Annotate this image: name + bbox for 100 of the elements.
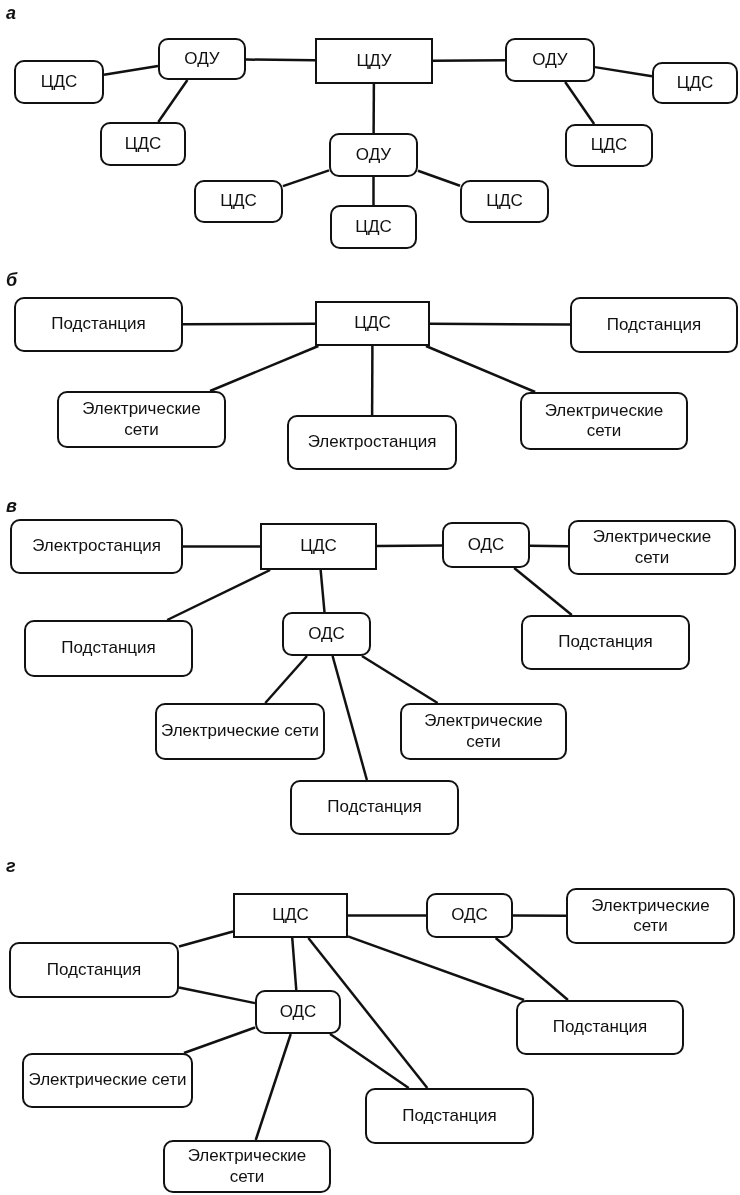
rounded-box [652, 62, 738, 104]
node-label: Электрические сети [27, 1070, 188, 1091]
node-label: Подстанция [50, 314, 147, 335]
rounded-box [330, 205, 417, 249]
connector-line [178, 930, 234, 948]
node-label: Электростанция [31, 536, 162, 557]
connector-line [372, 84, 376, 133]
connector-line [594, 65, 653, 78]
connector-line [157, 79, 189, 123]
rounded-box [14, 297, 183, 352]
connector-line [513, 567, 573, 616]
connector-line [291, 937, 298, 991]
connector-line [494, 937, 569, 1001]
connector-line [282, 169, 330, 188]
rounded-box [400, 703, 567, 760]
node-label: Подстанция [60, 638, 157, 659]
connector-line [347, 935, 525, 1002]
connector-line [319, 569, 326, 613]
rounded-box [287, 415, 457, 470]
rounded-box [155, 703, 325, 760]
connector-line [264, 655, 308, 704]
connector-line [417, 169, 461, 187]
rounded-box [163, 1140, 331, 1193]
node-label: ЦДС [299, 536, 338, 557]
node-label: Электрические сети [423, 711, 544, 752]
node-label: ОДУ [354, 144, 393, 166]
connector-line [183, 1026, 256, 1055]
rounded-box [520, 392, 688, 450]
node-label: Электростанция [306, 432, 438, 453]
connector-line [254, 1033, 292, 1141]
rounded-box [565, 124, 653, 167]
panel-letter: б [6, 270, 18, 291]
rounded-box [570, 297, 738, 353]
node-label: Электрические сети [591, 527, 713, 568]
node-label: ЦДС [271, 905, 310, 926]
node-label: Подстанция [605, 314, 703, 336]
rounded-box [460, 180, 549, 223]
connector-line [430, 322, 570, 326]
connector-line [361, 654, 439, 705]
node-label: ЦДС [485, 191, 524, 212]
node-label: ОДС [450, 905, 489, 926]
rectangle-box [260, 523, 377, 570]
rounded-box [282, 612, 371, 656]
connector-line [103, 64, 159, 76]
node-label: ОДУ [183, 48, 221, 70]
connector-line [425, 344, 536, 394]
panel-letter: г [6, 856, 16, 877]
node-label: Электрические сети [543, 400, 665, 442]
connector-line [348, 914, 426, 917]
panel-letter: в [6, 496, 17, 517]
rounded-box [10, 519, 183, 574]
rounded-box [9, 942, 179, 998]
connector-line [183, 545, 260, 548]
connector-line [370, 346, 374, 415]
node-label: ЦДС [589, 135, 629, 156]
connector-line [178, 986, 256, 1005]
rounded-box [57, 391, 226, 448]
node-label: Электрические сети [590, 895, 711, 937]
node-label: ЦДС [123, 133, 163, 155]
node-label: ЦДС [39, 71, 79, 93]
panel-letter: а [6, 3, 16, 24]
rounded-box [194, 180, 283, 223]
node-label: Подстанция [401, 1105, 498, 1127]
node-label: ЦДС [354, 216, 393, 238]
node-label: ЦДС [219, 191, 258, 212]
node-label: Подстанция [551, 1017, 649, 1038]
node-label: ЦДУ [355, 50, 393, 72]
connector-line [564, 81, 596, 125]
rounded-box [568, 520, 736, 575]
connector-line [307, 937, 429, 1089]
connector-line [166, 568, 271, 622]
connector-line [246, 58, 315, 62]
rounded-box [426, 893, 513, 938]
node-label: Электрические сети [186, 1146, 308, 1187]
node-label: ОДС [278, 1001, 318, 1023]
connector-line [529, 544, 568, 548]
node-label: Электрические сети [81, 399, 202, 440]
rounded-box [516, 1000, 684, 1055]
node-label: Подстанция [557, 632, 654, 653]
rounded-box [329, 133, 418, 177]
connector-line [513, 914, 566, 917]
connector-line [377, 544, 442, 548]
rectangle-box [315, 38, 433, 84]
rounded-box [365, 1088, 534, 1144]
rounded-box [290, 780, 459, 835]
node-label: ОДС [466, 534, 506, 556]
node-label: Электрические сети [160, 721, 320, 742]
rounded-box [566, 888, 735, 944]
rounded-box [14, 60, 104, 104]
rounded-box [442, 522, 530, 568]
node-label: ОДУ [531, 49, 569, 71]
connector-line [331, 655, 369, 781]
rounded-box [521, 615, 690, 670]
connector-line [209, 344, 319, 393]
node-label: ЦДС [353, 313, 392, 334]
rectangle-box [315, 301, 430, 346]
connector-line [433, 59, 505, 62]
connector-line [329, 1032, 410, 1090]
node-label: Подстанция [45, 959, 143, 981]
connector-line [183, 322, 315, 326]
